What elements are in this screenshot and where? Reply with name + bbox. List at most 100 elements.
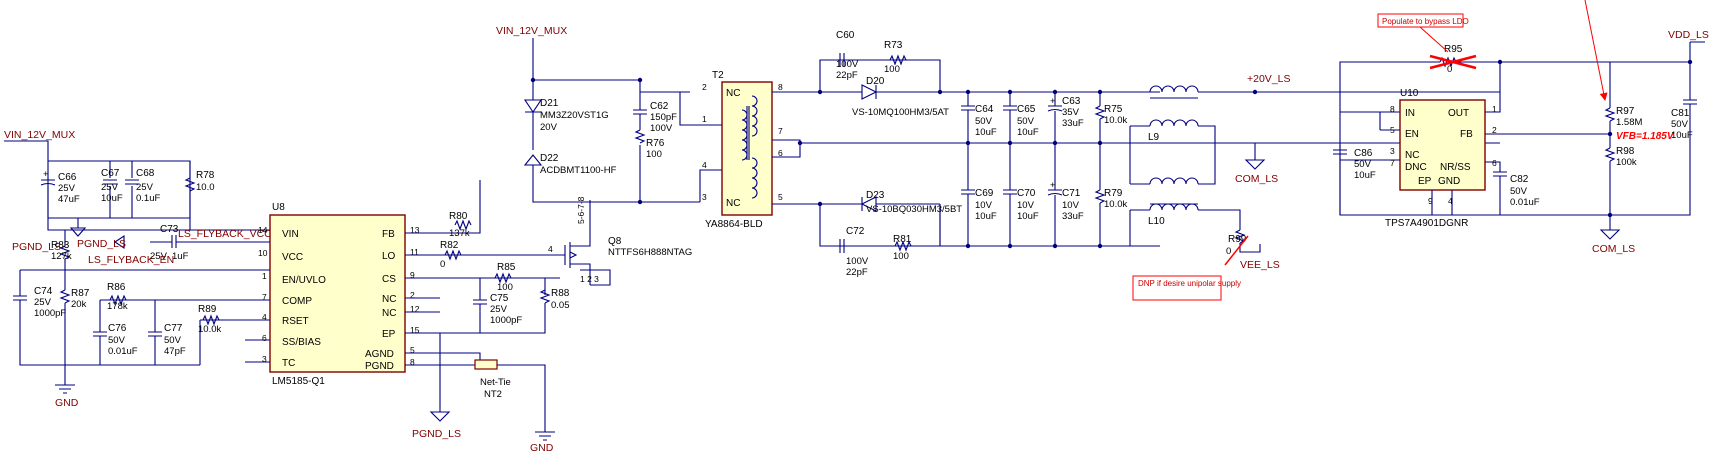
svg-text:C74: C74 [34, 286, 53, 297]
net-gnd-2: GND [530, 442, 554, 454]
u10-part: TPS7A4901DGNR [1385, 218, 1468, 229]
svg-text:10V: 10V [1062, 200, 1080, 211]
svg-text:R79: R79 [1104, 188, 1123, 199]
diode-d23: D23 VS-10BQ030HM3/5BT [850, 190, 962, 215]
res-r82: R82 0 [440, 240, 462, 270]
svg-text:6: 6 [778, 148, 783, 158]
res-r79: R79 10.0k [1094, 188, 1127, 210]
svg-text:6: 6 [262, 333, 267, 343]
svg-text:R97: R97 [1616, 106, 1635, 117]
res-r98: R98 100k [1604, 146, 1637, 168]
u8-lm5185: U8 LM5185-Q1 VIN 14 VCC 10 EN/UVLO 1 COM… [258, 202, 420, 387]
svg-text:1000pF: 1000pF [490, 315, 522, 326]
svg-text:10uF: 10uF [1354, 170, 1376, 181]
svg-text:33uF: 33uF [1062, 118, 1084, 129]
net-vee-ls: VEE_LS [1240, 259, 1280, 271]
svg-text:100V: 100V [650, 123, 673, 134]
svg-text:SS/BIAS: SS/BIAS [282, 337, 321, 348]
svg-text:D23: D23 [866, 190, 885, 201]
svg-text:C71: C71 [1062, 188, 1081, 199]
input-section: VIN_12V_MUX + C66 25V 47uF C67 25V 10uF … [4, 129, 272, 409]
svg-text:L9: L9 [1148, 132, 1160, 143]
res-r75: R75 10.0k [1094, 104, 1127, 126]
svg-text:10uF: 10uF [1671, 130, 1693, 141]
svg-text:100: 100 [884, 64, 900, 75]
svg-text:0.05: 0.05 [551, 300, 570, 311]
svg-text:7: 7 [1390, 158, 1395, 168]
svg-text:25V: 25V [490, 304, 508, 315]
svg-text:VCC: VCC [282, 252, 303, 263]
svg-text:C67: C67 [101, 168, 120, 179]
inductor-l9: L9 [1148, 85, 1199, 143]
cap-c70: C70 10V 10uF [1003, 188, 1039, 222]
svg-text:178k: 178k [107, 301, 128, 312]
res-r81: R81 100 [893, 234, 912, 262]
net-pgnd-ls-1: PGND_LS [12, 241, 61, 253]
res-r80: R80 137k [449, 211, 472, 239]
svg-text:127k: 127k [51, 251, 72, 262]
svg-text:0.01uF: 0.01uF [108, 346, 138, 357]
res-r89: R89 10.0k [198, 304, 221, 335]
net-20v-ls: +20V_LS [1247, 73, 1291, 85]
svg-text:22pF: 22pF [846, 267, 868, 278]
svg-text:EN/UVLO: EN/UVLO [282, 275, 326, 286]
svg-text:3: 3 [262, 354, 267, 364]
svg-text:10.0k: 10.0k [1104, 115, 1127, 126]
svg-text:1: 1 [262, 271, 267, 281]
net-com-ls-2: COM_LS [1592, 243, 1635, 255]
net-vin-left: VIN_12V_MUX [4, 129, 75, 141]
svg-text:D21: D21 [540, 98, 559, 109]
svg-text:C72: C72 [846, 226, 865, 237]
svg-text:R73: R73 [884, 40, 903, 51]
svg-text:NTTFS6H888NTAG: NTTFS6H888NTAG [608, 247, 692, 258]
cap-c68: C68 25V 0.1uF [125, 168, 160, 204]
svg-text:C81: C81 [1671, 108, 1690, 119]
res-r85: R85 100 [494, 262, 516, 293]
svg-text:YA8864-BLD: YA8864-BLD [705, 219, 763, 230]
cap-c71: + C71 10V 33uF [1047, 180, 1084, 222]
svg-text:10.0: 10.0 [196, 182, 215, 193]
cap-c63: + C63 35V 33uF [1047, 96, 1084, 129]
svg-text:NC: NC [1405, 150, 1419, 161]
svg-text:EP: EP [1418, 176, 1432, 187]
svg-text:MM3Z20VST1G: MM3Z20VST1G [540, 110, 609, 121]
cap-c81: C81 50V 10uF [1671, 99, 1697, 141]
svg-text:25V: 25V [150, 251, 168, 262]
svg-text:10.0k: 10.0k [198, 324, 221, 335]
svg-text:10uF: 10uF [101, 193, 123, 204]
svg-text:FB: FB [1460, 129, 1473, 140]
svg-text:NC: NC [382, 294, 396, 305]
svg-text:L10: L10 [1148, 216, 1165, 227]
svg-text:LM5185-Q1: LM5185-Q1 [272, 376, 325, 387]
svg-text:137k: 137k [449, 228, 470, 239]
svg-text:5: 5 [1390, 125, 1395, 135]
net-tie-label: Net-Tie [480, 377, 511, 388]
net-com-ls-1: COM_LS [1235, 173, 1278, 185]
svg-text:RSET: RSET [282, 316, 309, 327]
svg-text:7: 7 [778, 126, 783, 136]
net-ls-flyback-vcc: LS_FLYBACK_VCC [178, 228, 272, 240]
svg-text:1uF: 1uF [172, 251, 189, 262]
svg-text:50V: 50V [1017, 116, 1035, 127]
svg-text:100V: 100V [846, 256, 869, 267]
svg-text:8: 8 [1390, 104, 1395, 114]
svg-text:R88: R88 [551, 288, 570, 299]
svg-text:10uF: 10uF [975, 127, 997, 138]
cap-c66: + C66 25V 47uF [40, 169, 191, 218]
res-r99: R99 0 [1226, 229, 1247, 257]
svg-text:50V: 50V [1510, 186, 1528, 197]
svg-text:R95: R95 [1444, 44, 1463, 55]
svg-text:33uF: 33uF [1062, 211, 1084, 222]
svg-text:R98: R98 [1616, 146, 1635, 157]
svg-text:25V: 25V [136, 182, 154, 193]
svg-text:COMP: COMP [282, 296, 312, 307]
svg-text:0: 0 [1226, 246, 1231, 257]
svg-text:14: 14 [258, 225, 268, 235]
svg-text:25V: 25V [58, 183, 76, 194]
cap-c69: C69 10V 10uF [961, 188, 997, 222]
svg-text:35V: 35V [1062, 107, 1080, 118]
svg-text:25V: 25V [34, 297, 52, 308]
res-r87: R87 20k [59, 288, 90, 310]
svg-text:NC: NC [726, 88, 740, 99]
svg-text:12: 12 [410, 304, 420, 314]
